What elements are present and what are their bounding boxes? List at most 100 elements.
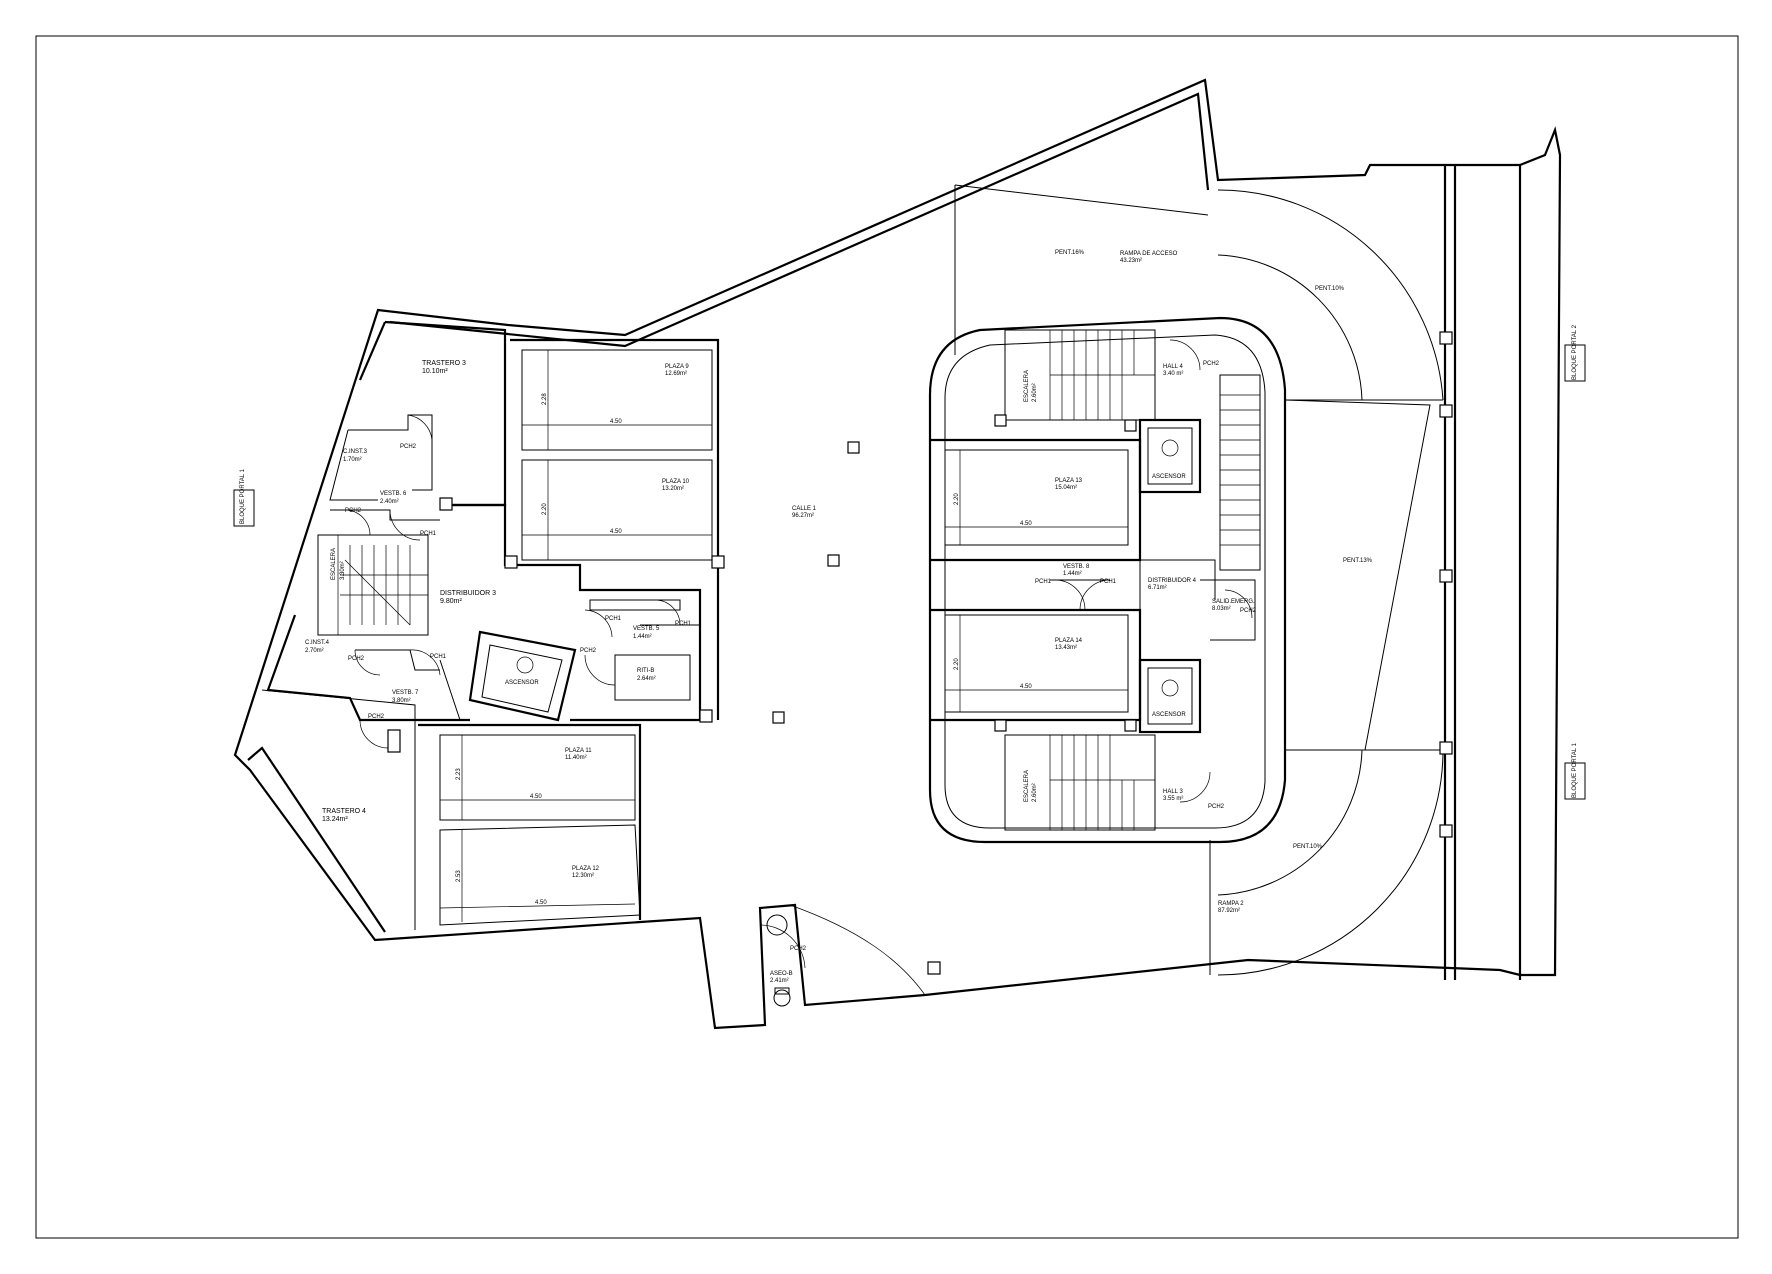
plaza11-width: 2.23 [456,768,462,780]
plaza10-width: 2.20 [542,503,548,515]
plaza9-width: 2.28 [542,393,548,405]
vestb6-area: 2.40m² [380,499,399,505]
doors-right [1054,339,1253,803]
distribuidor4-area: 6.71m² [1148,585,1167,591]
door-tag-pch1: PCH1 [430,654,447,660]
plaza13-length: 4.50 [1020,521,1032,527]
cinst4-name: C.INST.4 [305,640,330,646]
plaza12-width: 2.53 [456,870,462,882]
riti-area: 2.64m² [637,676,656,682]
vestb7-area: 3.80m² [392,698,411,704]
bloque-portal-2-tag: BLOQUE PORTAL 2 [1572,324,1578,380]
plaza12-area: 12.30m² [572,873,594,879]
door-tag-pch2: PCH2 [1240,608,1257,614]
rampa-acceso-name: RAMPA DE ACCESO [1120,251,1178,257]
aseo [766,914,791,1007]
bloque-portal-1-tag: BLOQUE PORTAL 1 [240,468,246,524]
aseo-area: 2.41m² [770,978,789,984]
escalera-top-area: 2.60m² [1032,383,1038,402]
plaza12-name: PLAZA 12 [572,866,600,872]
vestb8-name: VESTB. 8 [1063,564,1090,570]
door-tag-pch1: PCH1 [675,621,692,627]
aseo-name: ASEO-B [770,971,793,977]
plaza9-length: 4.50 [610,419,622,425]
plaza9-name: PLAZA 9 [665,364,689,370]
hall4-name: HALL 4 [1163,364,1183,370]
plaza11-name: PLAZA 11 [565,748,592,754]
vestb7-name: VESTB. 7 [392,690,419,696]
plaza9-area: 12.69m² [665,371,687,377]
doors-left [344,414,926,996]
vestb6-name: VESTB. 6 [380,491,407,497]
escalera-left-name: ESCALERA [331,548,337,580]
ramps [954,165,1522,980]
plaza10-area: 13.20m² [662,486,684,492]
plaza12-length: 4.50 [535,900,547,906]
room-labels: TRASTERO 3 10.10m² C.INST.3 1.70m² VESTB… [305,250,1373,984]
plaza14-area: 13.43m² [1055,645,1077,651]
distribuidor4-name: DISTRIBUIDOR 4 [1148,578,1197,584]
door-tag-pch2: PCH2 [345,508,362,514]
door-tag-pch2: PCH2 [1203,361,1220,367]
distribuidor3-name: DISTRIBUIDOR 3 [440,590,496,597]
distribuidor3-area: 9.80m² [440,598,462,605]
escalera-bottom-name: ESCALERA [1024,770,1030,802]
calle1-name: CALLE 1 [792,506,817,512]
hall3-name: HALL 3 [1163,789,1183,795]
escalera-left-area: 3.30m² [340,561,346,580]
escalera-bottom-area: 2.60m² [1032,783,1038,802]
vestb8-area: 1.44m² [1063,571,1082,577]
door-tag-pch1: PCH1 [605,616,622,622]
pent13-label: PENT.13% [1343,558,1373,564]
trastero4-name: TRASTERO 4 [322,808,366,815]
plaza13-width: 2.20 [954,493,960,505]
hall3-area: 3.55 m² [1163,796,1183,802]
door-tag-pch2: PCH2 [400,444,417,450]
door-tag-pch2: PCH2 [580,648,597,654]
bloque-portal-1-tag-right: BLOQUE PORTAL 1 [1572,742,1578,798]
salida-name: SALID.EMERG. [1212,599,1255,605]
plaza13-name: PLAZA 13 [1055,478,1083,484]
cinst3-name: C.INST.3 [343,449,368,455]
rampa2-name: RAMPA 2 [1218,901,1244,907]
vestb5-area: 1.44m² [633,634,652,640]
calle1-area: 96.27m² [792,513,814,519]
columns [387,331,1453,975]
door-tag-pch2: PCH2 [1208,804,1225,810]
wheelchair-icon [516,439,1179,697]
rampa-acceso-area: 43.23m² [1120,258,1142,264]
pent10-top-label: PENT.10% [1315,286,1345,292]
plaza10-length: 4.50 [610,529,622,535]
door-tags: PCH2 PCH2 PCH1 PCH1 PCH2 PCH2 PCH1 PCH1 … [345,361,1257,952]
door-tag-pch1: PCH1 [1100,579,1117,585]
dimensions: 4.50 2.28 4.50 2.20 4.50 2.23 4.50 2.53 … [439,350,1128,922]
door-tag-pch1: PCH1 [420,531,437,537]
plaza11-length: 4.50 [530,794,542,800]
hall4-area: 3.40 m² [1163,371,1183,377]
rampa2-area: 87.92m² [1218,908,1240,914]
plaza14-length: 4.50 [1020,684,1032,690]
plaza14-width: 2.20 [954,658,960,670]
ascensor-top-label: ASCENSOR [1152,474,1186,480]
right-block [928,316,1287,844]
drawing-frame [35,35,1739,1239]
left-block [261,320,720,930]
ascensor-left-label: ASCENSOR [505,680,539,686]
cinst3-area: 1.70m² [343,457,362,463]
riti-name: RITI-B [637,668,654,674]
trastero3-name: TRASTERO 3 [422,360,466,367]
door-tag-pch2: PCH2 [790,946,807,952]
portal-tags: BLOQUE PORTAL 1 BLOQUE PORTAL 2 BLOQUE P… [233,324,1586,800]
door-tag-pch1: PCH1 [1035,579,1052,585]
door-tag-pch2: PCH2 [368,714,385,720]
salida-area: 8.03m² [1212,606,1231,612]
ascensor-bottom-label: ASCENSOR [1152,712,1186,718]
pent16-label: PENT.16% [1055,250,1085,256]
trastero4-area: 13.24m² [322,816,348,823]
trastero3-area: 10.10m² [422,368,448,375]
plaza13-area: 15.04m² [1055,485,1077,491]
pent10-bottom-label: PENT.10% [1293,844,1323,850]
door-tag-pch2: PCH2 [348,656,365,662]
escalera-top-name: ESCALERA [1024,370,1030,402]
